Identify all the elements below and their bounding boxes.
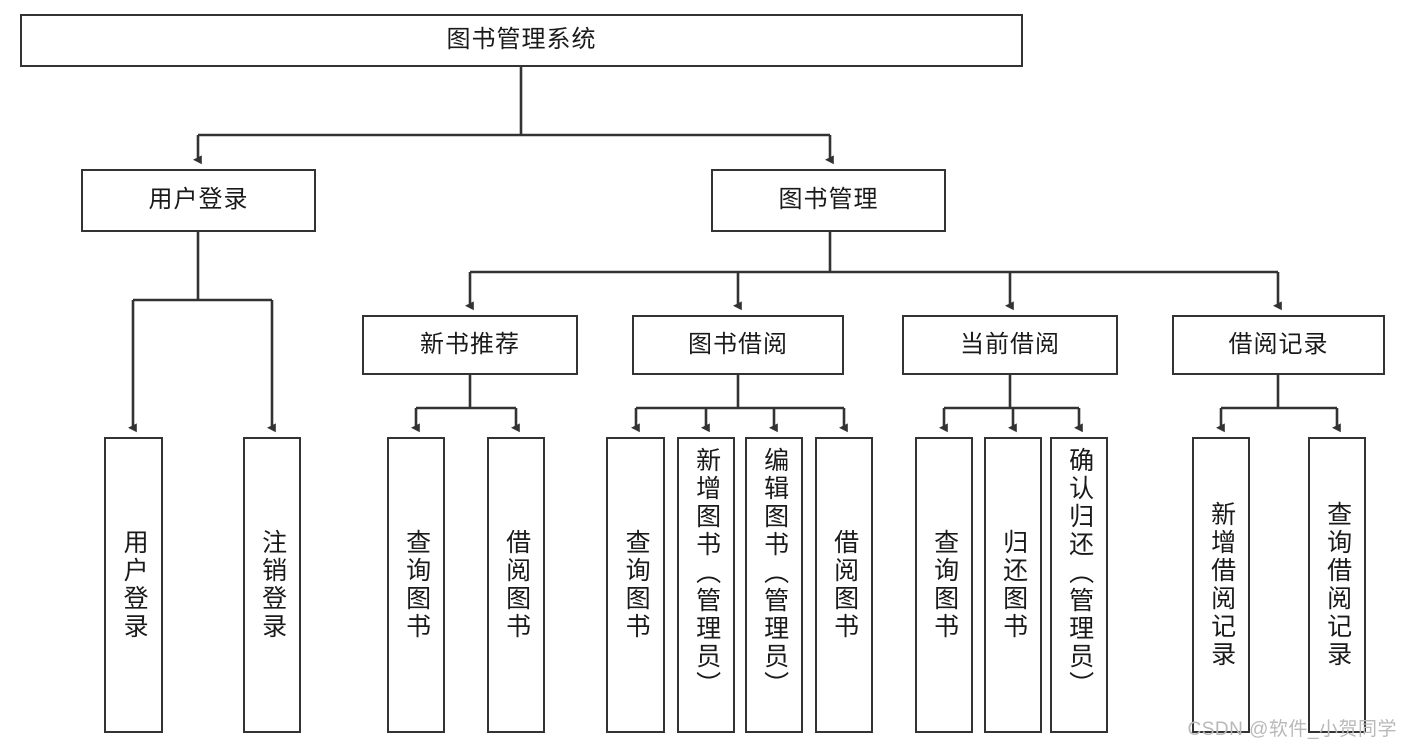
node-label: 用户登录 [148,186,249,214]
leaf-user-login-login[interactable]: 用户登录 [104,437,163,733]
watermark-csdn: CSDN @软件_小贺同学 [1187,719,1397,740]
node-label: 确认归还（管理员） [1065,447,1094,699]
node-label: 新增图书（管理员） [692,447,721,699]
leaf-current-borrow-confirm-return-admin[interactable]: 确认归还（管理员） [1050,437,1108,733]
leaf-borrow-record-add-record[interactable]: 新增借阅记录 [1192,437,1250,733]
leaf-current-borrow-return-book[interactable]: 归还图书 [984,437,1042,733]
node-label: 新书推荐 [420,330,520,358]
node-current-borrow[interactable]: 当前借阅 [902,315,1118,375]
node-new-book-recommend[interactable]: 新书推荐 [362,315,578,375]
node-label: 图书管理系统 [446,26,597,54]
node-label: 查询图书 [622,529,651,641]
node-label: 查询图书 [402,529,431,641]
leaf-new-book-query-book[interactable]: 查询图书 [387,437,445,733]
node-label: 图书借阅 [688,330,788,358]
leaf-book-borrow-edit-book-admin[interactable]: 编辑图书（管理员） [745,437,803,733]
node-label: 借阅图书 [830,529,859,641]
node-book-management[interactable]: 图书管理 [711,169,946,232]
node-label: 图书管理 [778,186,879,214]
node-label: 编辑图书（管理员） [760,447,789,699]
node-label: 借阅记录 [1228,330,1329,358]
leaf-book-borrow-borrow-book[interactable]: 借阅图书 [815,437,873,733]
node-root-book-management-system[interactable]: 图书管理系统 [20,14,1023,67]
node-label: 归还图书 [999,529,1028,641]
leaf-book-borrow-add-book-admin[interactable]: 新增图书（管理员） [677,437,735,733]
node-label: 当前借阅 [960,330,1060,358]
node-borrow-record[interactable]: 借阅记录 [1172,315,1385,375]
node-label: 新增借阅记录 [1207,501,1236,669]
node-book-borrow[interactable]: 图书借阅 [632,315,844,375]
leaf-borrow-record-query-record[interactable]: 查询借阅记录 [1308,437,1366,733]
leaf-new-book-borrow-book[interactable]: 借阅图书 [487,437,545,733]
leaf-book-borrow-query-book[interactable]: 查询图书 [606,437,665,733]
node-label: 注销登录 [258,529,287,641]
node-label: 查询借阅记录 [1323,501,1352,669]
node-label: 查询图书 [930,529,959,641]
leaf-user-login-logout[interactable]: 注销登录 [243,437,301,733]
leaf-current-borrow-query-book[interactable]: 查询图书 [915,437,973,733]
node-label: 借阅图书 [502,529,531,641]
node-user-login[interactable]: 用户登录 [81,169,316,232]
node-label: 用户登录 [120,529,149,641]
